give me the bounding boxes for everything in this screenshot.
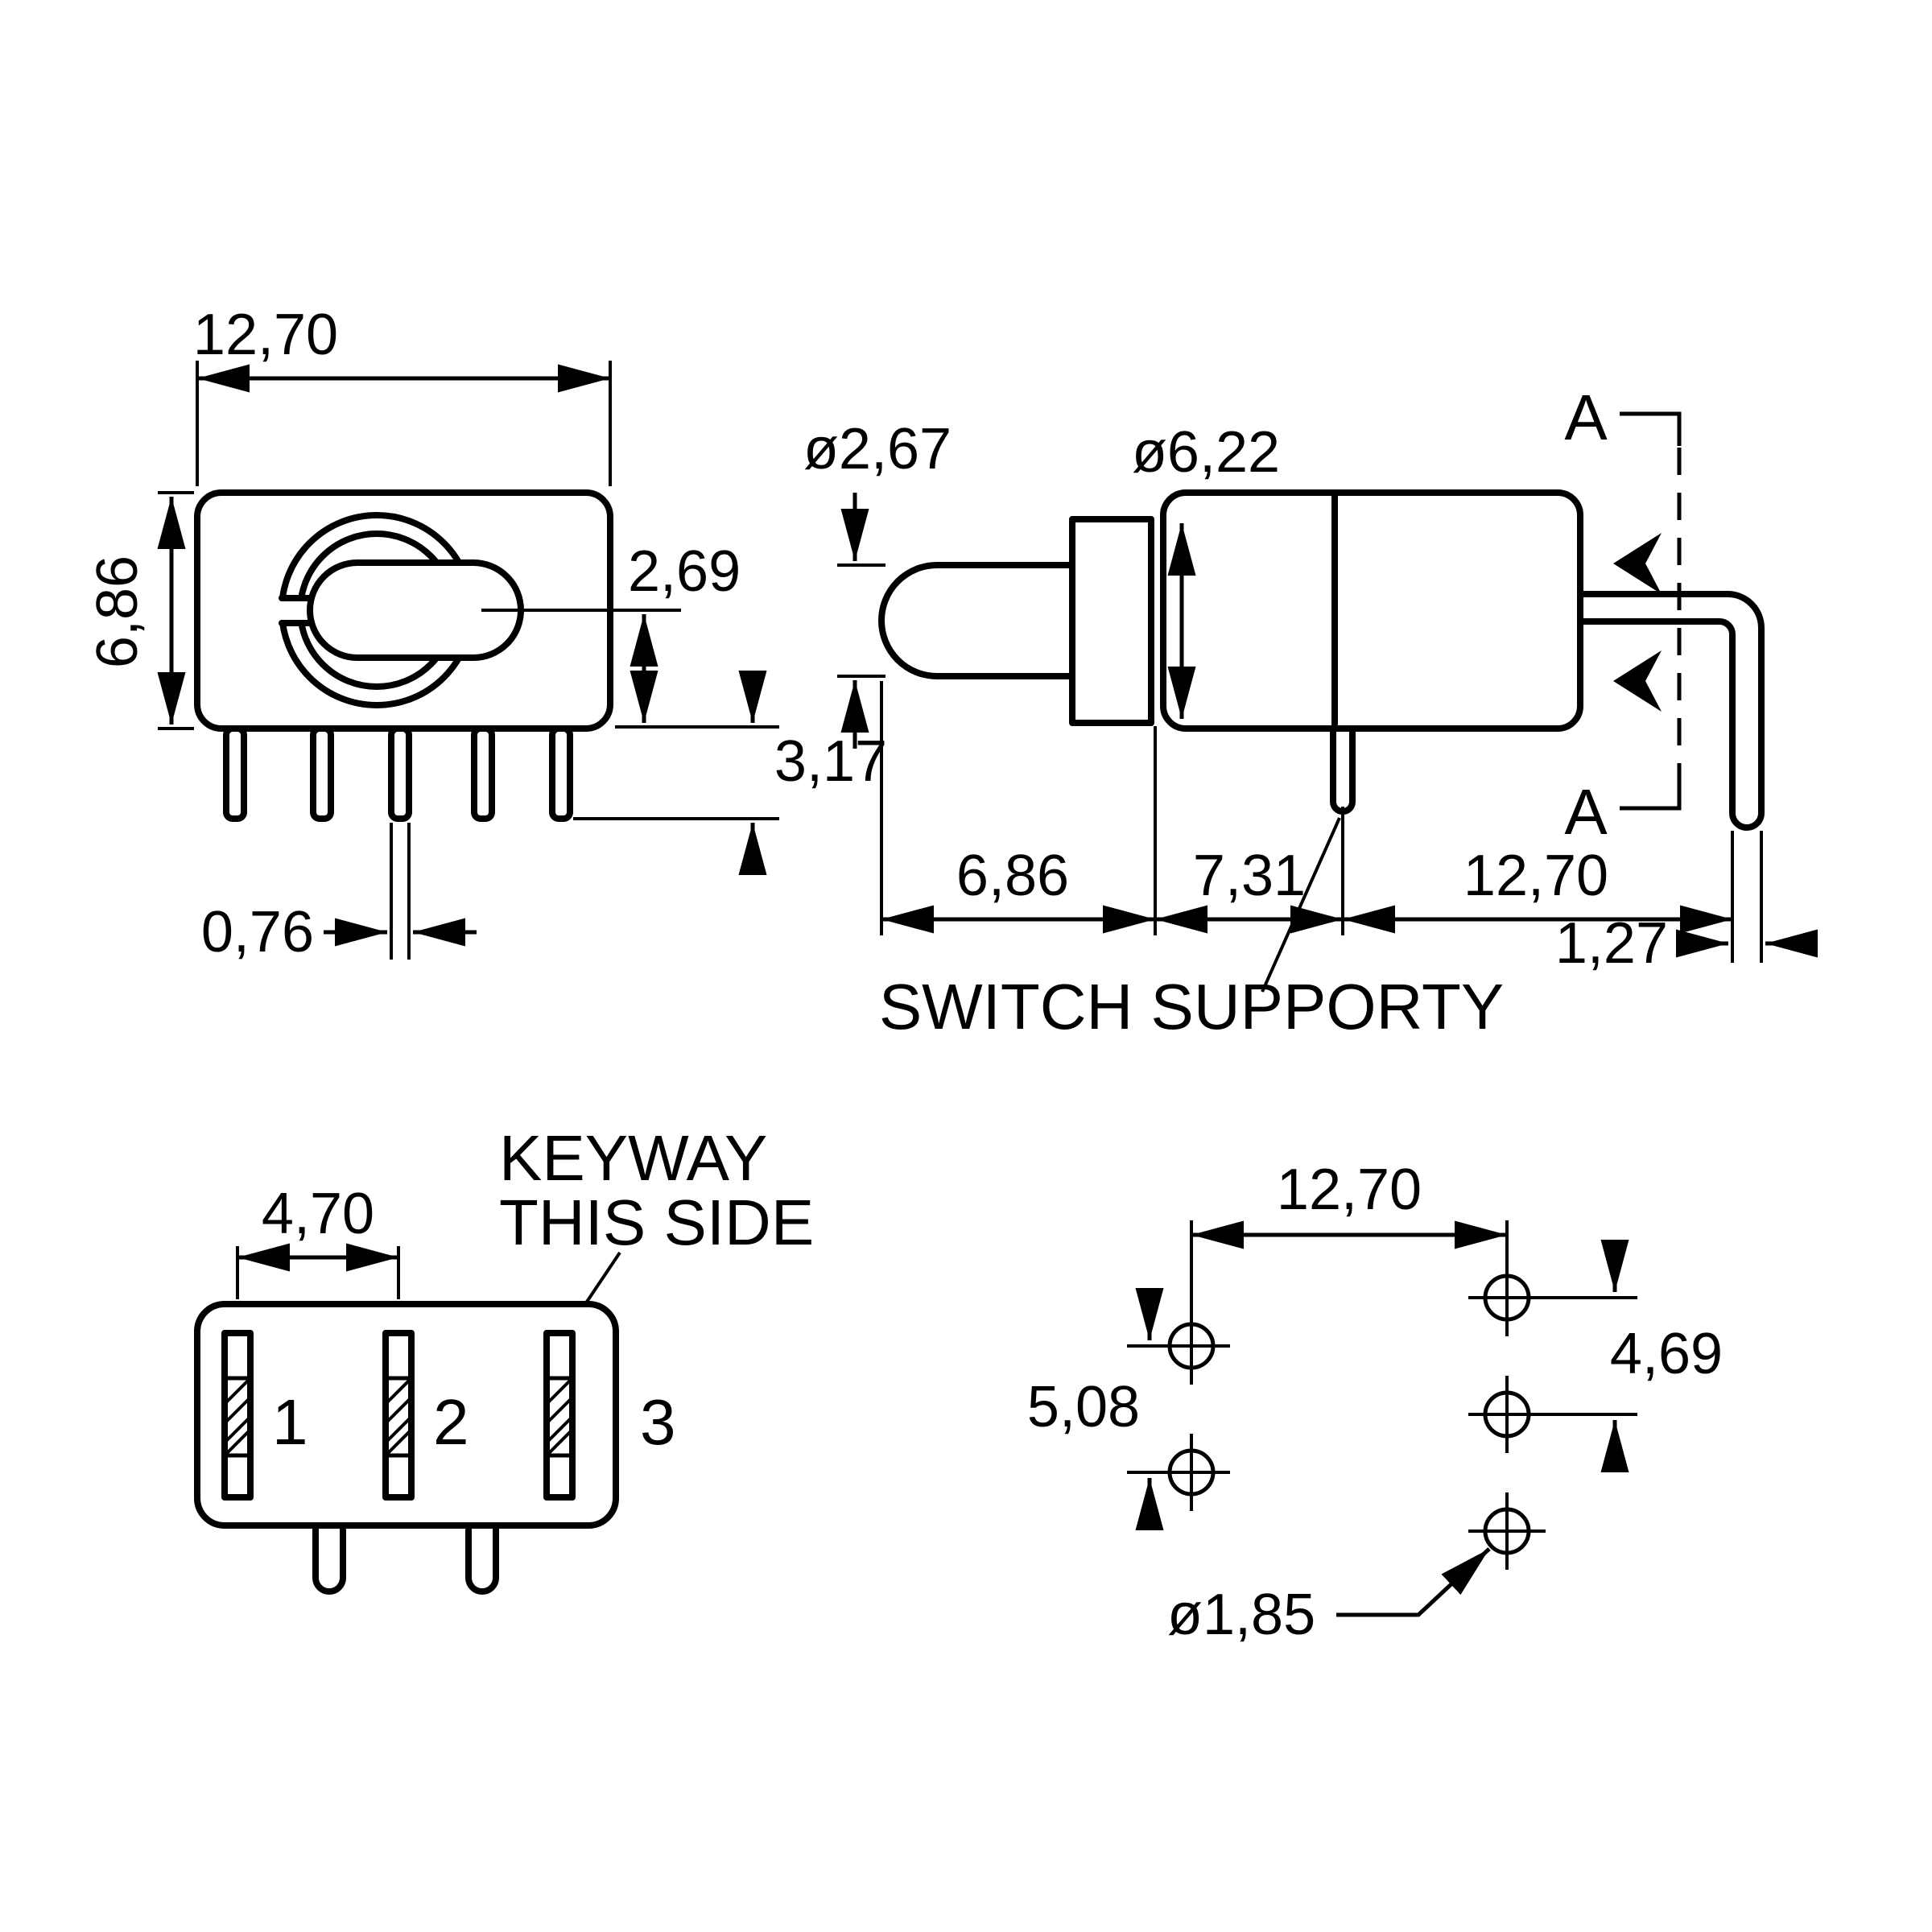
dim-pin-length-label: 3,17 <box>774 729 887 794</box>
section-bracket-bottom <box>1620 776 1682 811</box>
mounting-pin-right <box>465 1522 499 1595</box>
bottom-view: 4,70 KEYWAY THIS SIDE 1 2 3 <box>194 1122 814 1595</box>
switch-support-label: SWITCH SUPPORTY <box>879 971 1504 1042</box>
front-view: 12,70 6,86 2,69 3,17 0,76 <box>85 303 887 964</box>
support-leader-line <box>1261 817 1341 993</box>
dim-pin-thickness-label: 0,76 <box>201 900 314 964</box>
hole-dia-leader-line <box>1336 1547 1491 1617</box>
dim-hole-dia-label: ø1,85 <box>1167 1583 1315 1647</box>
dim-left-pitch-label: 5,08 <box>1027 1375 1140 1439</box>
dim-front-height-label: 6,86 <box>85 555 150 668</box>
dim-front-width-label: 12,70 <box>193 303 338 367</box>
hole-pattern-view: 12,70 5,08 4,69 ø1,85 <box>1027 1158 1723 1647</box>
dim-pin-pitch-label: 4,70 <box>262 1182 374 1246</box>
dim-terminal-offset-label: 1,27 <box>1555 911 1668 976</box>
dim-lever-length-label: 6,86 <box>956 844 1069 908</box>
switch-body-bottom <box>194 1301 619 1529</box>
keyway-leader-line <box>584 1251 621 1306</box>
side-view: ø2,67 ø6,22 6,86 7,31 12,70 1,27 SWITCH … <box>803 382 1818 1042</box>
pin-2-label: 2 <box>433 1386 469 1458</box>
hole-pattern-dimension-lines <box>1127 1220 1637 1617</box>
keyway-note-line2: THIS SIDE <box>499 1187 814 1258</box>
dim-column-spacing-label: 12,70 <box>1277 1158 1422 1222</box>
switch-body-side <box>1160 489 1583 732</box>
dim-lever-dia-label: ø2,67 <box>803 417 952 481</box>
front-dimension-lines <box>157 361 779 960</box>
pin-1-label: 1 <box>272 1386 308 1458</box>
dim-right-pitch-label: 4,69 <box>1610 1322 1723 1386</box>
terminal-slot-1 <box>221 1330 254 1501</box>
section-arrow-upper <box>1613 533 1662 594</box>
pin-3-label: 3 <box>640 1386 676 1458</box>
right-angle-terminal <box>1577 591 1765 831</box>
dim-lever-offset-label: 2,69 <box>628 539 741 604</box>
mounting-pin-left <box>312 1522 346 1595</box>
side-dimension-lines <box>837 493 1818 993</box>
dim-bushing-length-label: 7,31 <box>1193 844 1306 908</box>
section-arrow-lower <box>1613 650 1662 712</box>
keyway-note-line1: KEYWAY <box>499 1122 767 1194</box>
dim-body-length-label: 12,70 <box>1463 844 1608 908</box>
support-bracket-leg <box>1330 725 1356 815</box>
toggle-lever-side <box>878 562 1096 679</box>
section-a-bottom-label: A <box>1564 776 1608 848</box>
section-bracket-top <box>1620 411 1682 446</box>
dim-bushing-dia-label: ø6,22 <box>1132 420 1280 485</box>
terminal-slot-2 <box>382 1330 415 1501</box>
bushing-side <box>1069 516 1154 726</box>
section-a-top-label: A <box>1564 382 1608 453</box>
terminal-slot-3 <box>543 1330 576 1501</box>
pcb-hole <box>1468 1492 1546 1570</box>
front-pins <box>223 725 573 822</box>
bottom-dimension-lines <box>236 1243 621 1306</box>
